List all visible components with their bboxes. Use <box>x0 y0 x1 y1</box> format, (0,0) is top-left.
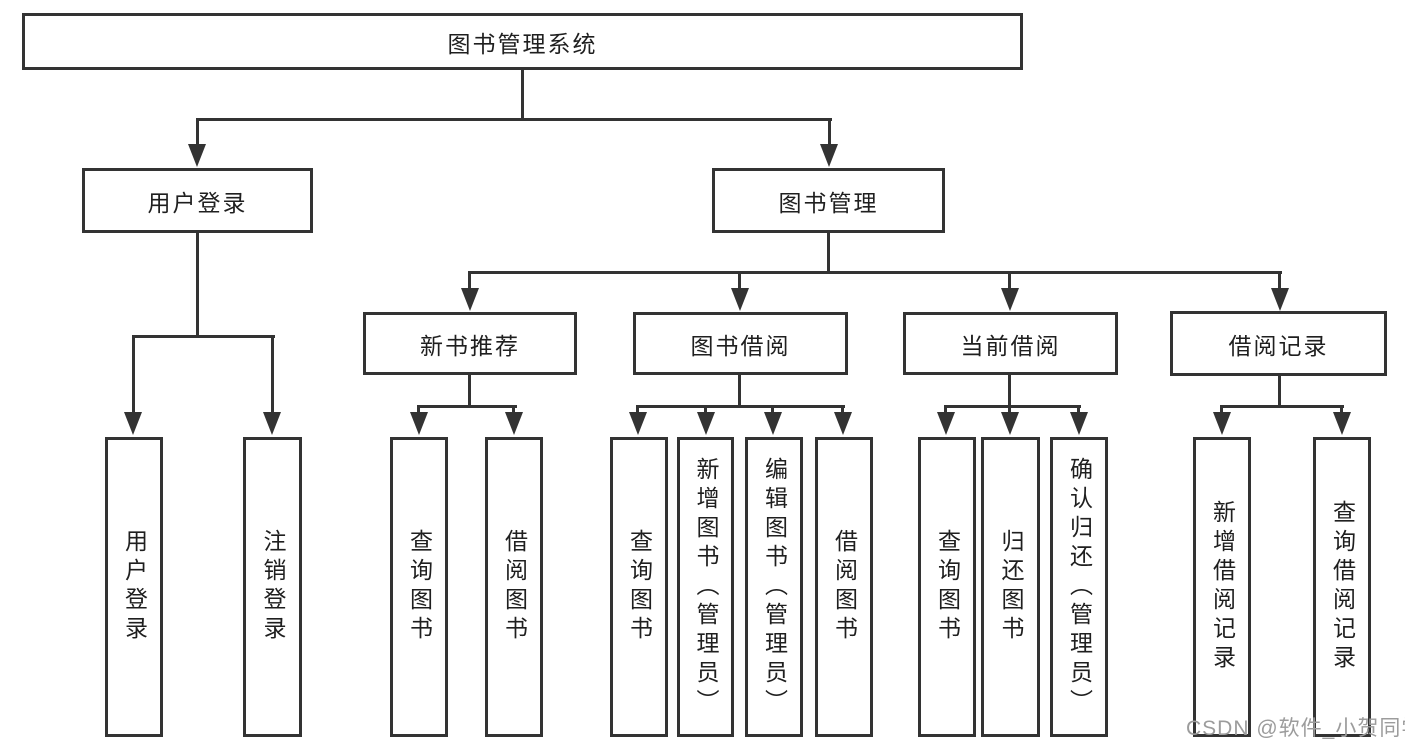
node-label: 新书推荐 <box>420 332 520 359</box>
leaf-label: 查询图书 <box>406 529 433 645</box>
arrow-down-icon <box>461 288 479 311</box>
leaf-borrow-books-1: 借阅图书 <box>485 437 543 737</box>
leaf-label: 归还图书 <box>998 529 1024 645</box>
connector-stub <box>704 405 707 415</box>
arrow-down-icon <box>1001 288 1019 311</box>
leaf-label: 查询图书 <box>934 529 961 645</box>
arrow-down-icon <box>1271 288 1289 311</box>
node-label: 图书管理 <box>778 189 879 216</box>
connector-stub <box>468 271 471 291</box>
arrow-down-icon <box>764 412 782 435</box>
leaf-borrow-books-2: 借阅图书 <box>815 437 873 737</box>
leaf-label: 注销登录 <box>260 529 286 645</box>
node-current-borrowing: 当前借阅 <box>903 312 1118 375</box>
leaf-user-login: 用户登录 <box>105 437 163 737</box>
leaf-label: 查询借阅记录 <box>1329 500 1356 674</box>
arrow-down-icon <box>1333 412 1351 435</box>
connector-stub <box>1008 405 1011 415</box>
leaf-label: 用户登录 <box>121 529 148 645</box>
leaf-edit-book-admin: 编辑图书（管理员） <box>745 437 803 737</box>
node-label: 图书管理系统 <box>447 30 598 57</box>
connector-book-borrow-stem <box>738 375 741 407</box>
connector-stub <box>636 405 639 415</box>
leaf-label: 借阅图书 <box>501 529 528 645</box>
arrow-down-icon <box>834 412 852 435</box>
connector-stub <box>417 405 420 415</box>
connector-borrow-rec-rail <box>1220 405 1344 408</box>
leaf-confirm-return-admin: 确认归还（管理员） <box>1050 437 1108 737</box>
connector-stub <box>1077 405 1080 415</box>
leaf-query-borrow-record: 查询借阅记录 <box>1313 437 1371 737</box>
connector-stub <box>944 405 947 415</box>
leaf-label: 编辑图书（管理员） <box>761 456 788 718</box>
arrow-down-icon <box>731 288 749 311</box>
connector-new-rec-rail <box>417 405 517 408</box>
arrow-down-icon <box>1001 412 1019 435</box>
leaf-query-books-2: 查询图书 <box>610 437 668 737</box>
node-label: 用户登录 <box>147 189 248 216</box>
leaf-query-books-1: 查询图书 <box>390 437 448 737</box>
arrow-down-icon <box>505 412 523 435</box>
arrow-down-icon <box>188 144 206 167</box>
connector-cur-borrow-stem <box>1008 375 1011 407</box>
connector-stub <box>841 405 844 415</box>
arrow-down-icon <box>410 412 428 435</box>
leaf-return-book: 归还图书 <box>981 437 1040 737</box>
arrow-down-icon <box>697 412 715 435</box>
connector-user-login-rail <box>132 335 275 338</box>
arrow-down-icon <box>263 412 281 435</box>
leaf-logout: 注销登录 <box>243 437 302 737</box>
node-new-book-recommend: 新书推荐 <box>363 312 577 375</box>
leaf-label: 查询图书 <box>626 529 653 645</box>
watermark: CSDN @软件_小贺同学 <box>1186 717 1405 740</box>
connector-user-login-stem <box>196 233 199 337</box>
node-book-borrowing: 图书借阅 <box>633 312 848 375</box>
connector-stub <box>512 405 515 415</box>
connector-stub <box>771 405 774 415</box>
connector-new-rec-stem <box>468 375 471 407</box>
arrow-down-icon <box>937 412 955 435</box>
connector-stub <box>1220 405 1223 415</box>
connector-root-stem <box>521 69 524 120</box>
connector-book-borrow-rail <box>636 405 845 408</box>
node-book-management: 图书管理 <box>712 168 945 233</box>
leaf-label: 新增图书（管理员） <box>693 456 719 718</box>
node-label: 借阅记录 <box>1228 332 1329 359</box>
connector-stub <box>738 271 741 291</box>
arrow-down-icon <box>820 144 838 167</box>
leaf-add-book-admin: 新增图书（管理员） <box>677 437 734 737</box>
node-borrowing-records: 借阅记录 <box>1170 311 1387 376</box>
leaf-label: 确认归还（管理员） <box>1066 456 1093 718</box>
connector-stub <box>1008 271 1011 291</box>
node-user-login: 用户登录 <box>82 168 313 233</box>
connector-stub <box>196 118 199 146</box>
connector-book-mgmt-stem <box>827 233 830 273</box>
connector-cur-borrow-rail <box>944 405 1081 408</box>
connector-borrow-rec-stem <box>1278 376 1281 407</box>
connector-level2-rail <box>468 271 1282 274</box>
arrow-down-icon <box>1070 412 1088 435</box>
arrow-down-icon <box>1213 412 1231 435</box>
connector-stub <box>828 118 831 146</box>
arrow-down-icon <box>124 412 142 435</box>
leaf-label: 借阅图书 <box>831 529 858 645</box>
connector-stub <box>271 335 274 414</box>
node-library-system: 图书管理系统 <box>22 13 1023 70</box>
leaf-add-borrow-record: 新增借阅记录 <box>1193 437 1251 737</box>
connector-stub <box>1340 405 1343 415</box>
leaf-label: 新增借阅记录 <box>1209 500 1236 674</box>
leaf-query-books-3: 查询图书 <box>918 437 976 737</box>
arrow-down-icon <box>629 412 647 435</box>
connector-stub <box>132 335 135 414</box>
connector-level1-rail <box>196 118 832 121</box>
node-label: 当前借阅 <box>960 332 1061 359</box>
node-label: 图书借阅 <box>690 332 791 359</box>
connector-stub <box>1278 271 1281 291</box>
